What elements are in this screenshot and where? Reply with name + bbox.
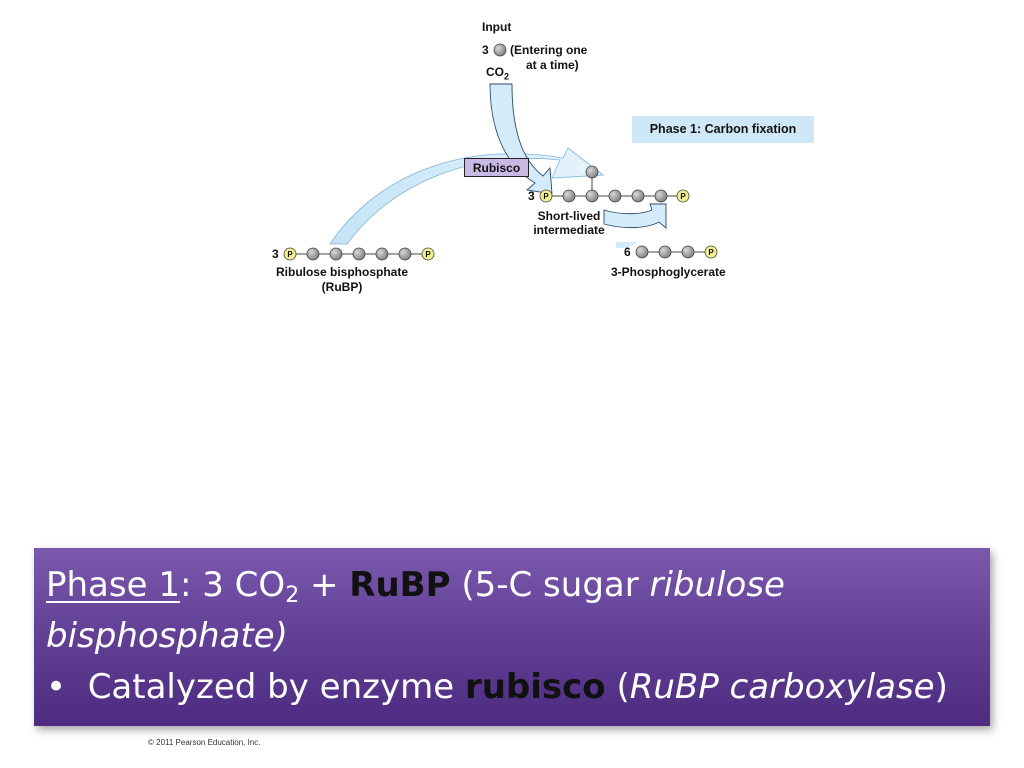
intermediate-label-line1: Short-lived	[537, 209, 601, 223]
rubp-to-intermediate-arrow	[329, 147, 605, 245]
plus-text: +	[299, 565, 350, 605]
carbon-icon	[375, 247, 389, 261]
intermediate-chain	[539, 165, 690, 203]
phosphate-letter: P	[543, 192, 549, 201]
phosphate-icon	[704, 245, 718, 259]
paren-close: )	[934, 667, 948, 707]
phase-colon-text: : 3 CO	[179, 565, 286, 605]
carbon-icon	[635, 245, 649, 259]
co2-subscript-main: 2	[285, 583, 300, 608]
pga-chain	[635, 245, 718, 259]
phosphate-icon	[421, 247, 435, 261]
carbon-icon	[654, 189, 668, 203]
co2-subscript: 2	[504, 71, 510, 82]
phosphate-icon	[283, 247, 297, 261]
co2-text: CO	[486, 65, 504, 79]
carbon-icon	[681, 245, 695, 259]
bullet-text: Catalyzed by enzyme	[87, 667, 465, 707]
input-note-line1: (Entering one	[510, 43, 588, 57]
rubp-full-name: ribulose bisphosphate)	[46, 565, 785, 656]
phosphate-letter: P	[287, 250, 293, 259]
sugar-text: (5-C sugar	[450, 565, 650, 605]
input-count: 3	[482, 43, 489, 57]
phase-label-box: Phase 1: Carbon fixation	[632, 116, 814, 143]
carbon-icon	[631, 189, 645, 203]
intermediate-count: 3	[528, 189, 535, 203]
phosphate-letter: P	[425, 250, 431, 259]
rubp-count: 3	[272, 247, 279, 261]
carbon-icon	[329, 247, 343, 261]
pga-count: 6	[624, 245, 631, 259]
rubp-abbrev: (RuBP)	[321, 280, 363, 294]
rubp-bold: RuBP	[349, 565, 451, 605]
rubp-name: Ribulose bisphosphate	[275, 265, 408, 279]
co2-input-arrow	[489, 83, 553, 195]
phosphate-icon	[676, 189, 690, 203]
pga-name: 3-Phosphoglycerate	[611, 265, 726, 279]
carbon-icon	[585, 189, 599, 203]
carbon-icon	[306, 247, 320, 261]
carbon-icon	[585, 165, 599, 179]
carboxylase-italic: RuBP carboxylase	[629, 667, 935, 707]
carbon-icon	[562, 189, 576, 203]
phosphate-letter: P	[708, 248, 714, 257]
input-title: Input	[482, 20, 512, 34]
paren-open: (	[605, 667, 630, 707]
bullet-line: • Catalyzed by enzyme rubisco (RuBP carb…	[46, 662, 978, 713]
intermediate-to-pga-arrow	[603, 203, 667, 229]
carbon-icon	[352, 247, 366, 261]
copyright-credit: © 2011 Pearson Education, Inc.	[148, 738, 261, 747]
rubp-chain	[283, 247, 435, 261]
carbon-icon	[608, 189, 622, 203]
phosphate-icon	[539, 189, 553, 203]
summary-text-box: Phase 1: 3 CO2 + RuBP (5-C sugar ribulos…	[34, 548, 990, 726]
co2-carbon-icon	[493, 43, 507, 57]
rubisco-enzyme-tag: Rubisco	[464, 158, 529, 177]
rubisco-bold: rubisco	[464, 667, 606, 707]
phosphate-letter: P	[680, 192, 686, 201]
pga-arrow-head-fill	[616, 218, 638, 248]
co2-label: CO2	[486, 65, 509, 83]
carbon-icon	[658, 245, 672, 259]
intermediate-label-line2: intermediate	[533, 223, 605, 237]
bullet-symbol: •	[46, 667, 67, 707]
phase-heading: Phase 1	[46, 565, 180, 605]
phosphate-letters: P P P P P	[287, 192, 714, 259]
carbon-icon	[398, 247, 412, 261]
input-note-line2: at a time)	[526, 58, 579, 72]
phase-summary-line: Phase 1: 3 CO2 + RuBP (5-C sugar ribulos…	[46, 560, 978, 662]
